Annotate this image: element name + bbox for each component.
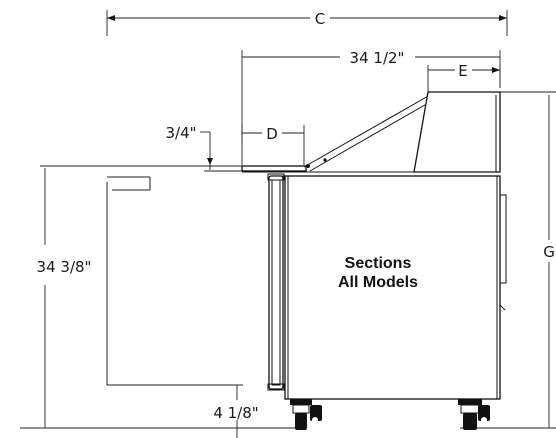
hinged-lid (303, 91, 501, 173)
dim-height-left: 34 3/8" (20, 165, 300, 429)
dim-caster-offset-label: 4 1/8" (213, 404, 258, 422)
dim-c: C (106, 10, 508, 36)
dim-board-offset: 3/4" (165, 124, 242, 172)
dim-top-span-label: 34 1/2" (350, 49, 405, 67)
door-handle-bottom (267, 383, 285, 391)
dim-board-offset-label: 3/4" (165, 124, 196, 142)
dim-d-label: D (266, 125, 278, 143)
caster-left-icon (290, 399, 322, 430)
door (267, 173, 285, 391)
cabinet-label-line1: Sections (345, 255, 412, 272)
dim-g-label: G (543, 243, 555, 261)
dim-d: D (241, 125, 305, 165)
caster-right-icon (458, 399, 490, 430)
lid-hinge-icon (306, 164, 310, 168)
dim-caster-offset: 4 1/8" (107, 384, 259, 438)
dim-height-left-label: 34 3/8" (37, 258, 92, 276)
door-handle-top (267, 173, 285, 181)
side-panel (499, 194, 507, 311)
dim-g: G (460, 91, 556, 429)
door-swing-outline (106, 176, 151, 385)
dim-c-label: C (315, 10, 325, 28)
cutting-board (241, 165, 307, 172)
cabinet-label-line2: All Models (338, 274, 418, 291)
cabinet-body (284, 175, 501, 400)
dim-e-label: E (458, 62, 467, 80)
dim-e: E (427, 62, 501, 92)
